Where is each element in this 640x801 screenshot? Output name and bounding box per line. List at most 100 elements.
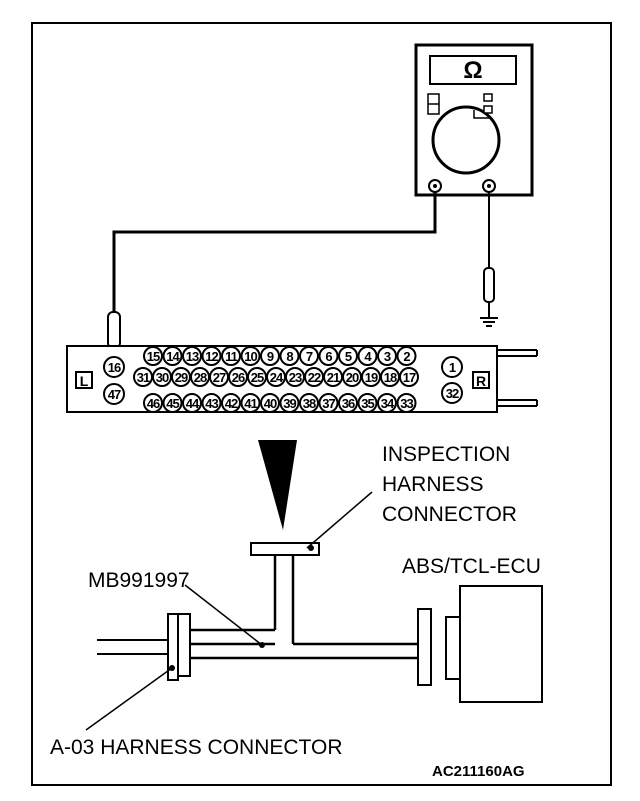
pin-label: 5	[345, 349, 352, 364]
meter-dial	[431, 105, 501, 175]
pin-label: 38	[303, 396, 316, 411]
pin-circle-32	[441, 382, 463, 404]
meter-button-bottom	[483, 105, 493, 114]
pin-circle	[396, 346, 417, 366]
pin-label: 39	[283, 396, 296, 411]
pin-circle	[279, 346, 300, 366]
pin-circle-16	[103, 356, 125, 378]
pin-circle	[221, 393, 241, 413]
pin-label: 13	[186, 349, 199, 364]
meter-display	[429, 55, 517, 85]
pin-circle	[201, 346, 222, 366]
pin-label: 29	[175, 370, 188, 385]
pin-label: 44	[186, 396, 200, 411]
pin-label: 28	[194, 370, 207, 385]
label-inspection-3: CONNECTOR	[382, 503, 517, 526]
ground-icon	[480, 302, 498, 327]
pin-label: 17	[403, 370, 416, 385]
pin-label: 9	[267, 349, 274, 364]
label-ecu: ABS/TCL-ECU	[402, 555, 541, 578]
pin-circle	[221, 346, 241, 366]
label-inspection-2: HARNESS	[382, 473, 484, 496]
label-harness: A-03 HARNESS CONNECTOR	[50, 736, 343, 759]
pin-label: 8	[286, 349, 293, 364]
pin-label: 25	[251, 370, 264, 385]
pin-circle	[240, 346, 261, 366]
pin-circle	[357, 346, 378, 366]
pin-circle-47	[103, 383, 125, 405]
pin-circle	[299, 346, 319, 366]
pin-label: 20	[346, 370, 359, 385]
pin-circle	[162, 346, 183, 366]
frame-border	[31, 22, 612, 786]
pin-label: 36	[342, 396, 355, 411]
pin-circle	[279, 393, 300, 413]
pin-circle	[377, 346, 397, 366]
pin-circle	[240, 393, 261, 413]
pin-label: 40	[264, 396, 277, 411]
tag-r-box	[472, 371, 490, 389]
pin-label: 6	[325, 349, 332, 364]
meter-button-top	[483, 93, 493, 102]
pin-label: 7	[306, 349, 313, 364]
pin-label: 22	[308, 370, 321, 385]
ecu-body	[459, 585, 543, 703]
pin-label: 15	[147, 349, 160, 364]
label-tool: MB991997	[88, 569, 190, 592]
pin-label: 26	[232, 370, 245, 385]
adapter-harness	[97, 542, 432, 686]
ohmmeter: Ω	[414, 43, 534, 197]
pin-circle	[318, 393, 339, 413]
pin-circle	[338, 346, 358, 366]
pin-circle	[357, 393, 378, 413]
pin-circle	[299, 393, 319, 413]
tag-l-box	[75, 371, 93, 389]
leader-harness	[85, 667, 173, 731]
pin-circle	[396, 393, 417, 413]
pin-circle	[162, 393, 183, 413]
pin-1: 1	[449, 360, 456, 375]
pin-circle	[260, 393, 280, 413]
pin-circle	[182, 346, 202, 366]
pin-label: 33	[400, 396, 413, 411]
ohm-symbol: Ω	[463, 57, 482, 84]
leader-inspection	[306, 491, 373, 549]
pin-16: 16	[108, 360, 121, 375]
pin-label: 11	[225, 349, 238, 364]
pin-label: 21	[327, 370, 340, 385]
pin-label: 10	[244, 349, 257, 364]
pin-label: 14	[166, 349, 180, 364]
pin-circle	[182, 393, 202, 413]
pin-label: 24	[270, 370, 284, 385]
adapter-connector-right	[417, 608, 432, 686]
pin-32: 32	[446, 386, 459, 401]
inspection-connector	[250, 542, 320, 556]
pin-circle	[201, 393, 222, 413]
pin-circle	[260, 346, 280, 366]
pin-label: 19	[365, 370, 378, 385]
pin-label: 30	[156, 370, 169, 385]
abs-tcl-ecu	[445, 585, 543, 703]
test-lead-left	[112, 192, 437, 318]
pin-label: 12	[205, 349, 218, 364]
pin-label: 27	[213, 370, 226, 385]
pin-label: 23	[289, 370, 302, 385]
pin-label: 45	[166, 396, 179, 411]
pin-label: 35	[361, 396, 374, 411]
pin-label: 4	[364, 349, 372, 364]
label-inspection-1: INSPECTION	[382, 443, 510, 466]
pin-circle	[338, 393, 358, 413]
probe-right	[483, 267, 495, 303]
direction-arrow	[258, 440, 297, 530]
figure-code: AC211160AG	[432, 763, 525, 780]
pin-label: 42	[225, 396, 238, 411]
probe-left	[107, 311, 121, 349]
pin-label: 41	[244, 396, 257, 411]
pin-47: 47	[108, 387, 121, 402]
pin-label: 3	[384, 349, 391, 364]
